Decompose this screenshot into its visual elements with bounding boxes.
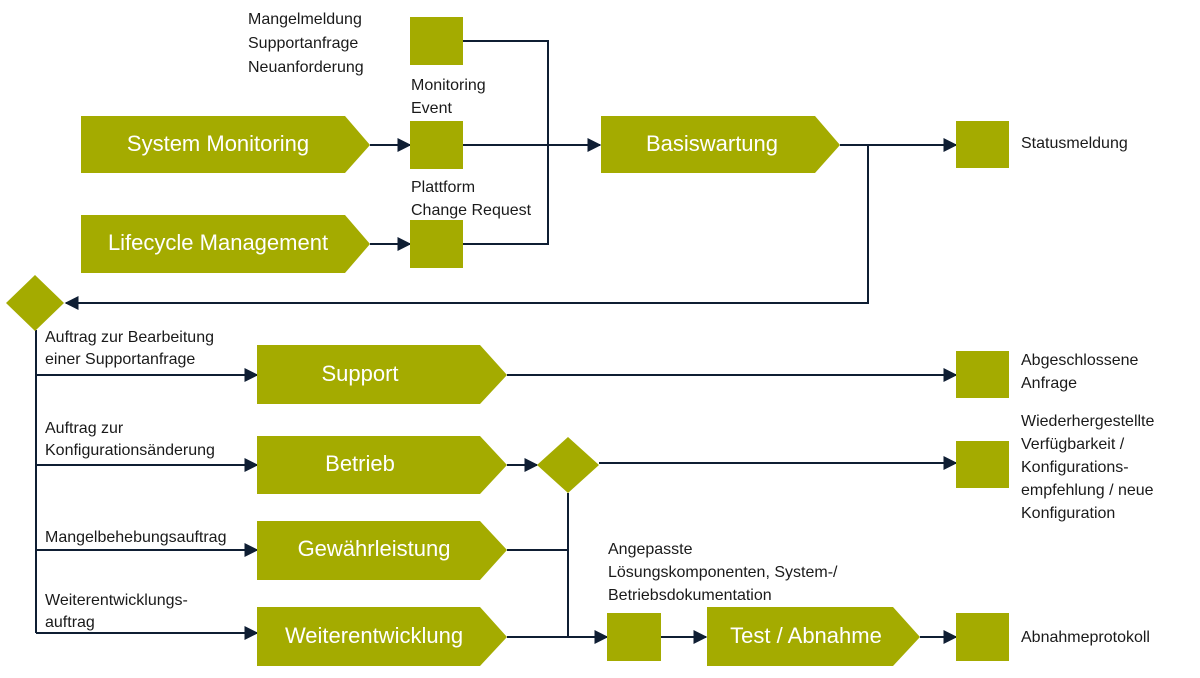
process-betrieb: Betrieb xyxy=(257,436,507,494)
arrow-feedback-to-decision xyxy=(64,145,869,310)
label-abnahmeprotokoll: Abnahmeprotokoll xyxy=(1021,629,1150,646)
process-label: Basiswartung xyxy=(646,131,778,156)
label-auftrag-konfig: Auftrag zur Konfigurationsänderung xyxy=(45,420,215,459)
process-basiswartung: Basiswartung xyxy=(601,116,840,173)
artifact-box-statusmeldung xyxy=(956,121,1009,168)
process-gewaehrleistung: Gewährleistung xyxy=(257,521,507,580)
process-label: System Monitoring xyxy=(127,131,309,156)
process-test-abnahme: Test / Abnahme xyxy=(707,607,920,666)
label-weiterentwicklungsauftrag: Weiterentwicklungs- auftrag xyxy=(45,592,192,631)
artifact-box-mangelmeldung xyxy=(410,17,463,65)
artifact-box-abnahmeprotokoll xyxy=(956,613,1009,661)
label-plattform-change: Plattform Change Request xyxy=(411,179,532,219)
label-mangelmeldung: Mangelmeldung Supportanfrage Neuanforder… xyxy=(248,11,366,76)
artifact-box-change-request xyxy=(410,220,463,268)
process-lifecycle-management: Lifecycle Management xyxy=(81,215,370,273)
artifact-box-abgeschlossene xyxy=(956,351,1009,398)
connectors xyxy=(35,40,958,644)
decision-diamond-betrieb xyxy=(537,437,599,493)
collector-line xyxy=(463,40,549,245)
process-label: Support xyxy=(321,361,398,386)
artifact-box-monitoring-event xyxy=(410,121,463,169)
label-statusmeldung: Statusmeldung xyxy=(1021,135,1128,152)
process-system-monitoring: System Monitoring xyxy=(81,116,370,173)
process-label: Lifecycle Management xyxy=(108,230,328,255)
label-abgeschlossene: Abgeschlossene Anfrage xyxy=(1021,352,1143,392)
label-wiederhergestellte: Wiederhergestellte Verfügbarkeit / Konfi… xyxy=(1021,413,1159,522)
artifact-box-angepasste xyxy=(607,613,661,661)
process-label: Weiterentwicklung xyxy=(285,623,463,648)
process-label: Gewährleistung xyxy=(298,536,451,561)
process-support: Support xyxy=(257,345,507,404)
label-auftrag-support: Auftrag zur Bearbeitung einer Supportanf… xyxy=(45,329,218,368)
artifact-box-wiederhergestellte xyxy=(956,441,1009,488)
label-angepasste: Angepasste Lösungskomponenten, System-/ … xyxy=(608,541,842,604)
process-weiterentwicklung: Weiterentwicklung xyxy=(257,607,507,666)
decision-diamond-left xyxy=(6,275,64,331)
process-label: Betrieb xyxy=(325,451,395,476)
process-label: Test / Abnahme xyxy=(730,623,882,648)
label-monitoring-event: Monitoring Event xyxy=(411,77,490,117)
label-mangelbehebung: Mangelbehebungsauftrag xyxy=(45,529,226,546)
